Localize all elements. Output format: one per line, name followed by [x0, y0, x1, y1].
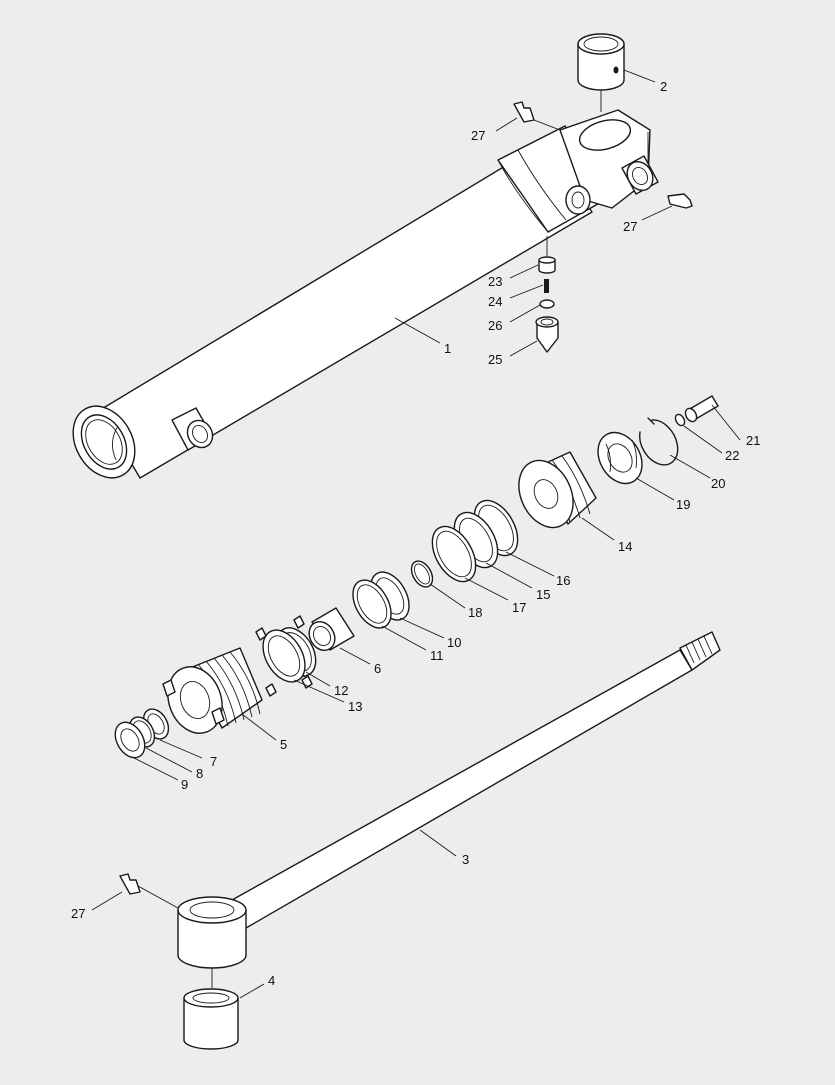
- callout-9: 9: [181, 777, 188, 792]
- callout-26: 26: [488, 318, 502, 333]
- part-27-grease-fitting-top: [513, 101, 535, 123]
- part-22-o-ring: [674, 413, 686, 427]
- part-5-gland: [162, 647, 263, 734]
- part-27-grease-fitting-rod: [119, 873, 141, 895]
- part-13-split-ring: [255, 615, 313, 697]
- callout-25: 25: [488, 352, 502, 367]
- callout-19: 19: [676, 497, 690, 512]
- part-3-piston-rod: [177, 631, 721, 988]
- part-9-wiper: [114, 721, 146, 759]
- callout-27-top: 27: [471, 128, 485, 143]
- part-18-o-ring: [410, 560, 434, 588]
- callout-24: 24: [488, 294, 502, 309]
- callout-16: 16: [556, 573, 570, 588]
- part-26-o-ring: [539, 299, 555, 309]
- callout-13: 13: [348, 699, 362, 714]
- part-11-ring: [352, 579, 392, 629]
- callout-1: 1: [444, 341, 451, 356]
- callout-17: 17: [512, 600, 526, 615]
- part-6-sleeve: [308, 607, 355, 652]
- callout-8: 8: [196, 766, 203, 781]
- part-21-pin: [684, 395, 719, 423]
- callout-11: 11: [430, 648, 444, 663]
- part-2-bushing: [577, 33, 625, 112]
- callout-21: 21: [746, 433, 760, 448]
- callout-27-right: 27: [623, 219, 637, 234]
- callout-3: 3: [462, 852, 469, 867]
- part-14-piston: [518, 451, 597, 529]
- callout-10: 10: [447, 635, 461, 650]
- part-1-cylinder-barrel: [72, 109, 659, 479]
- callout-22: 22: [725, 448, 739, 463]
- callout-18: 18: [468, 605, 482, 620]
- callout-20: 20: [711, 476, 725, 491]
- callout-6: 6: [374, 661, 381, 676]
- part-4-bushing: [183, 988, 239, 1050]
- callout-4: 4: [268, 973, 275, 988]
- callout-15: 15: [536, 587, 550, 602]
- part-25-fitting: [535, 316, 559, 353]
- leader-lines: [91, 69, 741, 999]
- part-20-retaining-ring: [638, 417, 679, 466]
- callout-7: 7: [210, 754, 217, 769]
- callout-14: 14: [618, 539, 632, 554]
- callout-2: 2: [660, 79, 667, 94]
- part-19-nut: [597, 431, 643, 485]
- part-23-cap: [538, 236, 556, 274]
- callout-5: 5: [280, 737, 287, 752]
- callout-27-rod: 27: [71, 906, 85, 921]
- part-27-grease-fitting-right: [667, 193, 693, 209]
- callout-labels: 2 27 27 23 24 26 25 1 21 22 20 19 14 16 …: [71, 79, 760, 988]
- callout-23: 23: [488, 274, 502, 289]
- callout-12: 12: [334, 683, 348, 698]
- part-24-spring: [544, 279, 549, 293]
